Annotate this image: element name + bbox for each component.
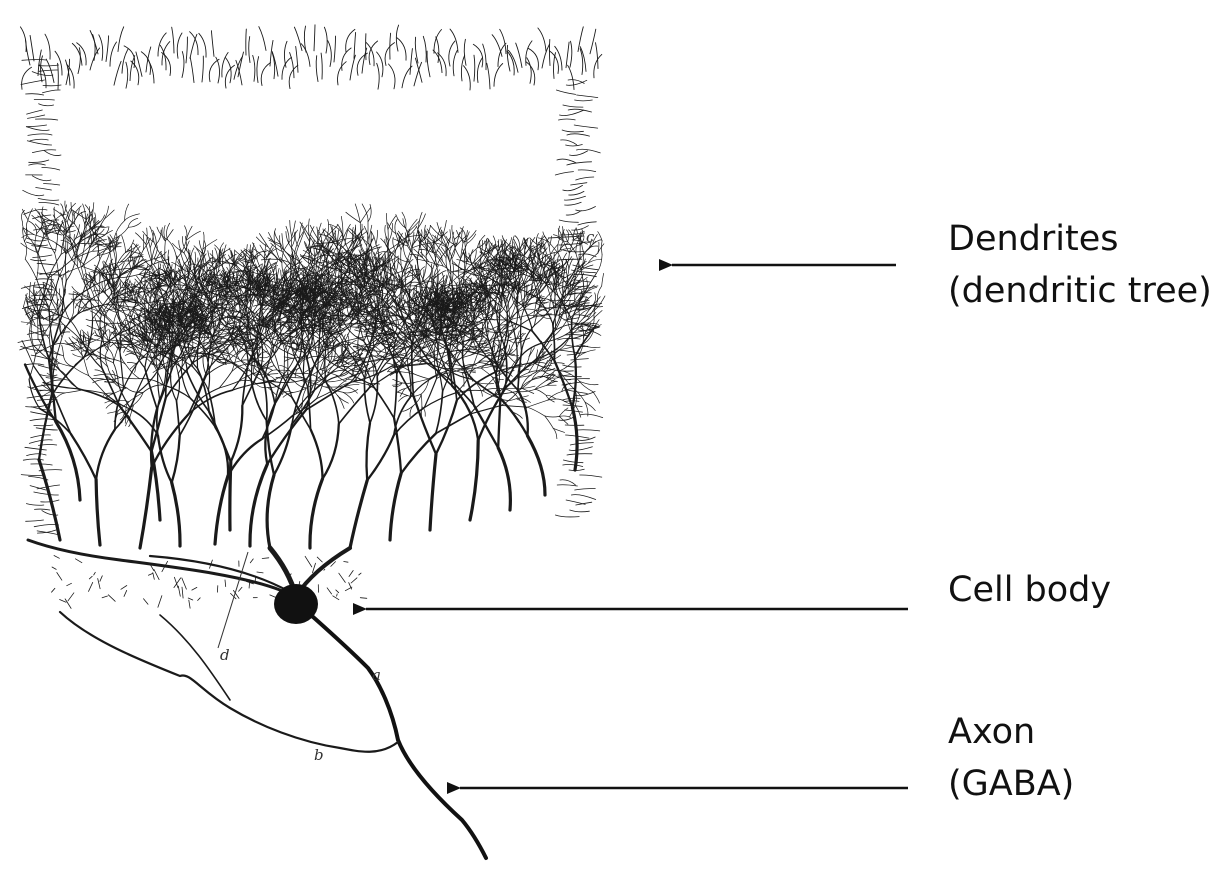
- axon-drawing: [310, 614, 488, 860]
- label-dendrites-line2: (dendritic tree): [948, 271, 1212, 311]
- label-axon-line1: Axon: [948, 712, 1036, 752]
- axon-collateral-upper: [159, 614, 231, 701]
- letter-c: c: [586, 228, 595, 246]
- axon-collateral-b: [58, 610, 400, 753]
- label-cell-body-line1: Cell body: [948, 570, 1112, 610]
- letter-b: b: [314, 746, 324, 764]
- dendritic-tree-drawing: [17, 24, 606, 609]
- letter-d: d: [220, 646, 230, 664]
- pointer-line-d: [217, 551, 249, 649]
- label-dendrites-line1: Dendrites: [948, 219, 1119, 259]
- label-axon: Axon (GABA): [948, 706, 1074, 810]
- pointer-line-c: [547, 235, 585, 239]
- label-dendrites: Dendrites (dendritic tree): [948, 213, 1212, 317]
- label-cell-body: Cell body: [948, 564, 1111, 616]
- letter-a: a: [372, 666, 381, 684]
- label-axon-line2: (GABA): [948, 764, 1075, 804]
- cell-body-drawing: [274, 584, 318, 624]
